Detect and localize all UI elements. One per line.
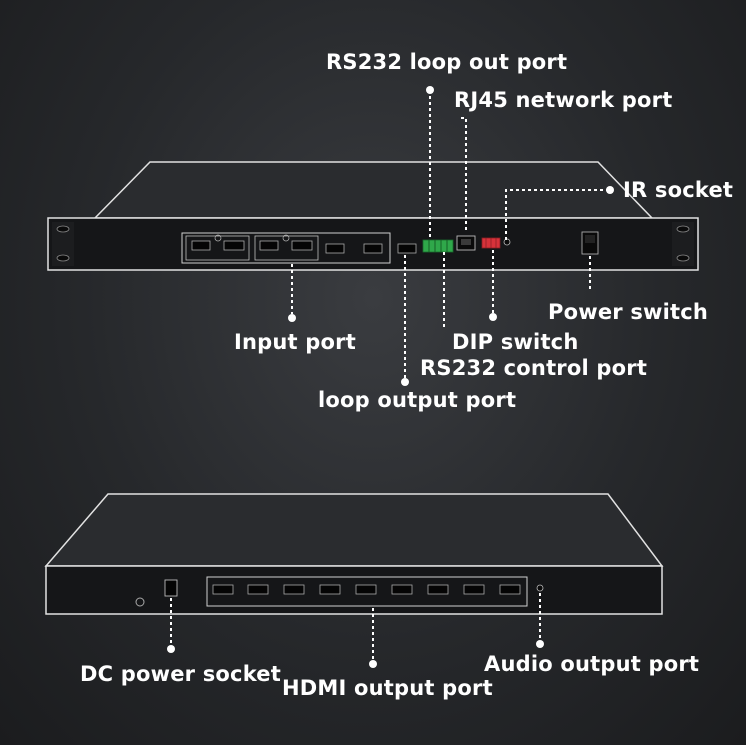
rs232-terminal-block (422, 239, 454, 253)
rear-unit (44, 493, 664, 615)
power-switch-label: Power switch (548, 300, 709, 324)
front-leader-dots (288, 86, 614, 386)
rack-hole (56, 225, 70, 233)
rack-ear-right (672, 222, 694, 266)
power-switch-rocker (585, 235, 595, 243)
rack-hole (676, 254, 690, 262)
front-leader-lines (291, 90, 610, 378)
audio-output-label: Audio output port (484, 652, 700, 676)
dc-power-socket (164, 579, 178, 597)
rs232-loop-out-label: RS232 loop out port (326, 50, 568, 74)
loop-output-hdmi-port (397, 243, 417, 254)
dc-power-label: DC power socket (80, 662, 281, 686)
rear-panel (45, 565, 663, 615)
front-chassis-top (93, 161, 654, 219)
ir-socket-label: IR socket (623, 178, 734, 202)
hdmi-output-label: HDMI output port (282, 676, 493, 700)
port-number-badge (282, 234, 290, 242)
input-subgroup (254, 235, 319, 261)
hdmi-output-ports (212, 584, 521, 595)
input-port-label: Input port (234, 330, 356, 354)
ground-screw (135, 597, 145, 607)
rs232-control-label: RS232 control port (420, 356, 648, 380)
loop-output-label: loop output port (318, 388, 517, 412)
hdmi-input-port (325, 243, 345, 254)
dip-switch-label: DIP switch (452, 330, 579, 354)
rack-hole (56, 254, 70, 262)
audio-output-jack (536, 584, 544, 592)
input-port-group (181, 232, 391, 264)
rear-chassis-top (44, 493, 664, 567)
rack-hole (676, 225, 690, 233)
rear-leader-dots (167, 640, 544, 668)
front-unit (47, 161, 699, 271)
rear-leader-lines (170, 593, 541, 660)
input-subgroup (185, 235, 250, 261)
hdmi-input-port (191, 240, 211, 251)
dp-input-port (291, 240, 313, 251)
rack-ear-left (52, 222, 74, 266)
hdmi-output-group (206, 576, 528, 607)
port-number-badge (214, 234, 222, 242)
hdmi-input-port (363, 243, 383, 254)
hdmi-input-port (259, 240, 279, 251)
rj45-label: RJ45 network port (454, 88, 673, 112)
dp-input-port (223, 240, 245, 251)
rj45-contacts (461, 239, 471, 245)
